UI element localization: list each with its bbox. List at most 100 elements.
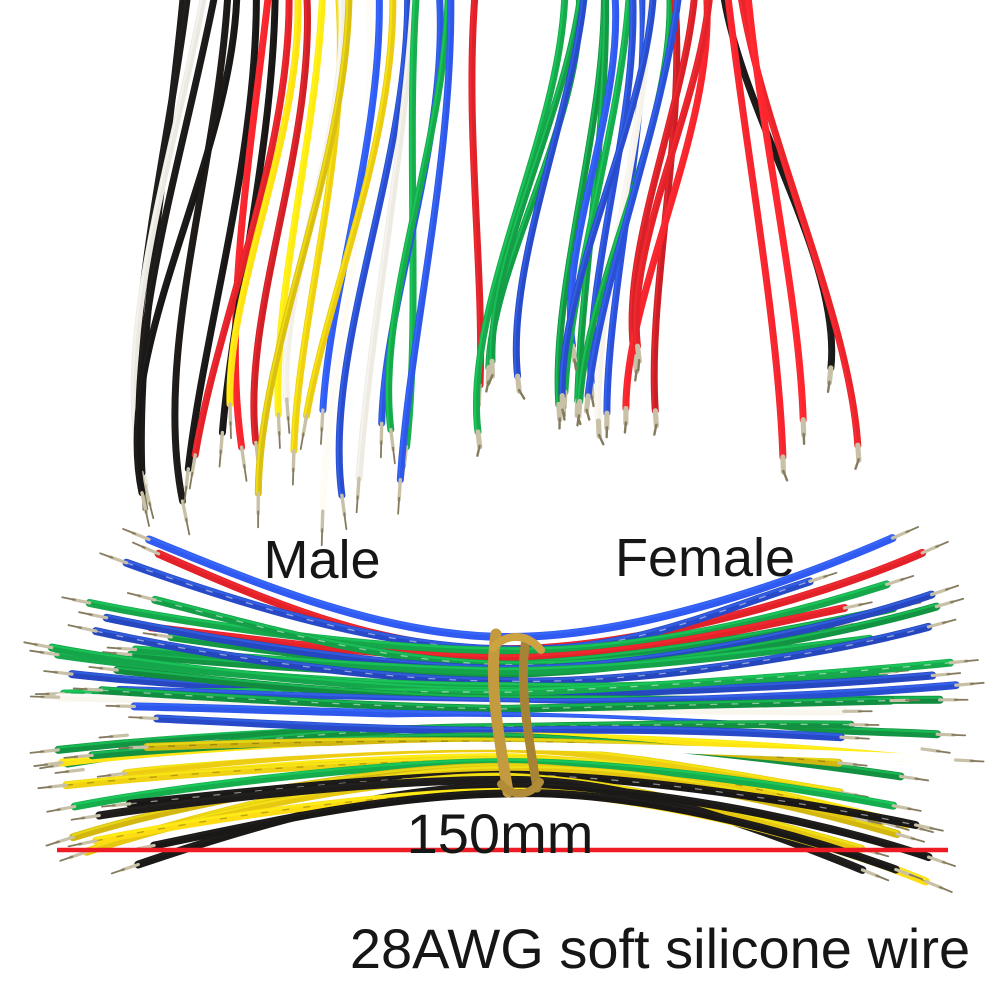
male-pin-terminal [140,491,148,515]
female-wire-bundle [473,0,862,482]
crimp-terminal-tip [905,526,920,534]
crimp-terminal-tip [929,827,944,832]
crimp-terminal-tip [874,851,890,858]
male-pin-tip [343,512,348,530]
wire-highlight [469,0,481,387]
wire-highlight [575,0,605,402]
wire-highlight [94,623,930,681]
crimp-terminal-tip [54,770,70,774]
crimp-terminal-tip [919,827,934,833]
product-caption: 28AWG soft silicone wire [349,917,971,980]
crimp-terminal-tip [70,816,86,821]
female-socket-terminal [595,418,602,439]
female-wire-red [650,0,681,415]
crimp-terminal-tip [964,659,979,663]
female-socket-tip [634,369,638,382]
male-pin-tip [287,416,291,434]
male-wire-red [250,0,311,446]
male-pin-terminal [291,448,296,473]
wire-highlight [397,0,451,481]
male-wire-green [385,0,452,434]
crimp-terminal-tip [942,618,957,624]
crimp-terminal-tip [128,716,143,719]
wire-highlight [739,0,858,447]
wire-highlight [227,0,298,406]
male-pin-terminal [320,408,325,432]
female-socket-terminal [855,442,862,463]
male-pin-tip [392,446,396,465]
female-socket-tip [517,388,526,400]
crimp-terminal-tip [914,777,930,782]
tied-wire-bundle [23,526,985,893]
wire-highlight [651,0,677,412]
female-socket-terminal [556,401,563,423]
male-wire-bundle [130,0,485,547]
female-socket-terminal [515,373,522,394]
crimp-terminal-tip [67,624,83,629]
wire-highlight [251,0,307,444]
wire-print-marking [66,758,883,823]
female-wire-red [622,0,711,412]
crimp-terminal-tip [61,596,76,601]
wire-highlight [320,0,370,513]
male-pin-tip [320,427,323,445]
male-wire-white [319,0,374,515]
wire-highlight [118,681,957,702]
wire-highlight [336,0,408,497]
female-socket-terminal [652,408,659,429]
female-wire-blue [584,0,682,400]
male-pin-terminal [285,397,290,421]
female-socket-terminal [583,393,591,414]
crimp-terminal-tip [895,825,910,831]
wire-highlight [192,0,289,456]
length-measurement-label: 150mm [406,802,594,865]
wire-highlight [473,0,564,433]
crimp-terminal-tip [98,735,114,739]
crimp-terminal-tip [910,837,926,843]
crimp-terminal-tip [63,755,79,759]
male-pin-tip [278,431,281,449]
wire-highlight [567,0,616,347]
crimp-terminal-tip [875,874,890,882]
wire-highlight [172,0,227,503]
crimp-terminal-tip [969,759,985,763]
crimp-terminal-tip [852,763,868,767]
female-wire-blue [558,0,657,400]
male-wire-white [355,0,418,482]
male-pin-tip [144,509,150,527]
wire-highlight [155,715,843,737]
male-pin-tip [148,501,155,520]
female-wire-blue [512,0,588,380]
female-wire-red [628,0,698,361]
female-socket-terminal [475,429,483,450]
male-pin-terminal [184,467,191,491]
male-pin-terminal [228,402,233,426]
wire-highlight [320,0,379,412]
crimp-terminal-tip [858,601,873,606]
male-pin-terminal [143,483,152,507]
wire-highlight [555,0,604,406]
wire-highlight [633,0,709,348]
crimp-terminal-tip [118,746,134,749]
wire-highlight [489,0,580,363]
female-socket-tip [576,414,581,427]
crimp-terminal-tip [949,597,965,604]
crimp-terminal-tip [29,649,44,654]
female-socket-tip [487,374,494,386]
crimp-terminal-tip [132,541,146,549]
female-socket-terminal [826,365,834,386]
male-pin-terminal [239,445,247,469]
male-wire-black [133,0,241,497]
female-socket-tip [623,421,628,434]
crimp-terminal-tip [951,733,967,737]
male-wire-yellow [226,0,302,408]
female-socket-terminal [576,398,583,420]
male-pin-tip [185,517,191,536]
female-socket-terminal [569,343,578,364]
male-pin-tip [188,471,194,490]
crimp-terminal-tip [29,750,45,754]
crimp-terminal-tip [907,807,922,812]
crimp-terminal-tip [23,641,38,646]
